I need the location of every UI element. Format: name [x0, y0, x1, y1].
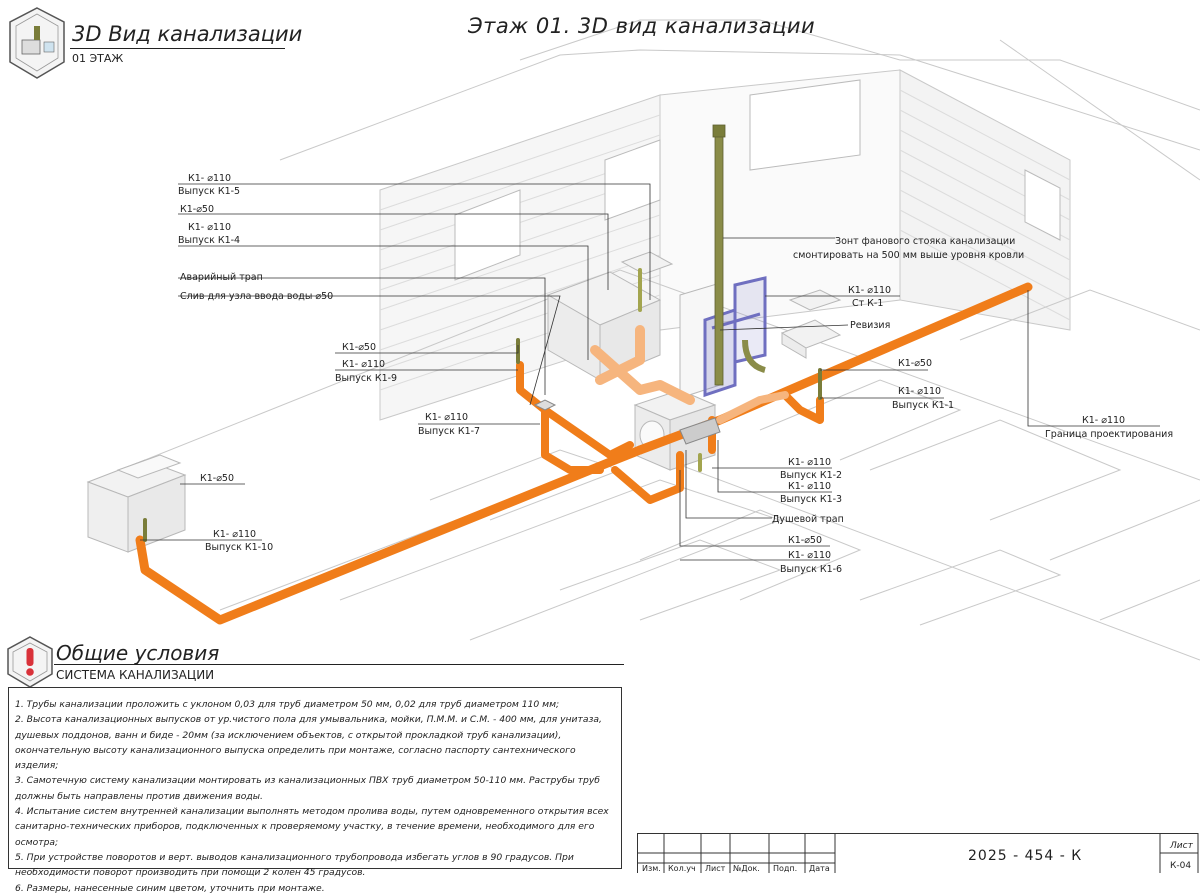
label-k1-9-outlet: Выпуск К1-9	[335, 373, 397, 384]
general-conditions-subtitle: СИСТЕМА КАНАЛИЗАЦИИ	[56, 668, 215, 682]
note-item: 1. Трубы канализации проложить с уклоном…	[15, 699, 560, 710]
note-item: 5. При устройстве поворотов и верт. выво…	[15, 851, 574, 879]
fixtures	[86, 251, 842, 553]
label-k1-1-outlet: Выпуск К1-1	[892, 400, 954, 411]
label-k1-3-diameter: К1- ⌀110	[788, 481, 831, 492]
label-shower-drain: Душевой трап	[772, 514, 844, 525]
note-item: 2. Высота канализационных выпусков от ур…	[15, 714, 602, 772]
isometric-drawing: К1- ⌀110 Выпуск К1-5 К1-⌀50 К1- ⌀110 Вып…	[7, 7, 1200, 873]
note-item: 3. Самотечную систему канализации монтир…	[15, 775, 600, 802]
label-k1-4-diameter: К1- ⌀110	[188, 222, 231, 233]
label-revision: Ревизия	[850, 320, 890, 331]
note-item: 4. Испытание систем внутренней канализац…	[15, 806, 609, 848]
general-notes: 1. Трубы канализации проложить с уклоном…	[15, 697, 615, 896]
label-k1-2-diameter: К1- ⌀110	[788, 457, 831, 468]
label-k1-9-diameter: К1- ⌀110	[342, 359, 385, 370]
label-k1-7-outlet: Выпуск К1-7	[418, 426, 480, 437]
project-code: 2025 - 454 - К	[968, 848, 1083, 864]
col-sign: Подп.	[773, 864, 798, 873]
label-k1-2-outlet: Выпуск К1-2	[780, 470, 842, 481]
label-design-boundary: Граница проектирования	[1045, 429, 1173, 440]
label-vent-cap-1: Зонт фанового стояка канализации	[835, 236, 1015, 247]
col-sheet: Лист	[705, 864, 726, 873]
sheet-number: К-04	[1170, 861, 1192, 871]
sheet-label: Лист	[1170, 841, 1193, 851]
note-item: 6. Размеры, нанесенные синим цветом, уто…	[15, 882, 325, 894]
warning-icon	[7, 636, 53, 688]
label-vent-cap-2: смонтировать на 500 мм выше уровня кровл…	[793, 250, 1024, 261]
sewer-pipe-110	[135, 282, 1033, 625]
label-k1-10-diameter: К1- ⌀110	[213, 529, 256, 540]
label-k1-6-outlet: Выпуск К1-6	[780, 564, 842, 575]
label-riser-name: Ст К-1	[852, 298, 883, 309]
label-k1-5-diameter: К1- ⌀110	[188, 173, 231, 184]
label-k1-50-top: К1-⌀50	[180, 204, 214, 215]
col-change: Изм.	[642, 864, 661, 873]
notes-frame	[8, 687, 622, 869]
vent-riser	[712, 124, 766, 386]
col-count: Кол.уч	[668, 864, 696, 873]
bathroom-icon	[9, 7, 65, 79]
general-conditions-underline	[54, 664, 624, 665]
label-emergency-drain: Аварийный трап	[180, 272, 263, 283]
label-k1-6-diameter: К1- ⌀110	[788, 550, 831, 561]
callout-labels: К1- ⌀110 Выпуск К1-5 К1-⌀50 К1- ⌀110 Вып…	[178, 173, 1173, 575]
title-block-grid	[637, 833, 1199, 873]
col-doc: №Док.	[733, 864, 760, 873]
washbasin-left	[620, 251, 674, 275]
col-date: Дата	[809, 864, 830, 873]
sheet-title: Этаж 01. 3D вид канализации	[468, 14, 816, 38]
label-water-inlet-drain: Слив для узла ввода воды ⌀50	[180, 291, 333, 302]
label-k1-5-outlet: Выпуск К1-5	[178, 186, 240, 197]
label-k1-9-50: К1-⌀50	[342, 342, 376, 353]
view-title-underline	[70, 48, 285, 49]
label-k1-7-diameter: К1- ⌀110	[425, 412, 468, 423]
label-k1-1-diameter: К1- ⌀110	[898, 386, 941, 397]
label-riser-diameter: К1- ⌀110	[848, 285, 891, 296]
view-title: 3D Вид канализации	[72, 22, 303, 46]
label-k1-1-50: К1-⌀50	[898, 358, 932, 369]
drawing-sheet: К1- ⌀110 Выпуск К1-5 К1-⌀50 К1- ⌀110 Вып…	[7, 7, 1200, 894]
label-k1-4-outlet: Выпуск К1-4	[178, 235, 240, 246]
title-block	[637, 833, 1198, 873]
general-conditions-title: Общие условия	[56, 641, 220, 665]
label-k1-6-50: К1-⌀50	[788, 535, 822, 546]
leader-lines	[140, 183, 1160, 561]
label-k1-10-outlet: Выпуск К1-10	[205, 542, 273, 553]
label-boundary-diameter: К1- ⌀110	[1082, 415, 1125, 426]
view-floor-label: 01 ЭТАЖ	[72, 52, 124, 65]
floor-drains	[533, 399, 721, 445]
label-k1-3-outlet: Выпуск К1-3	[780, 494, 842, 505]
label-k1-10-50: К1-⌀50	[200, 473, 234, 484]
